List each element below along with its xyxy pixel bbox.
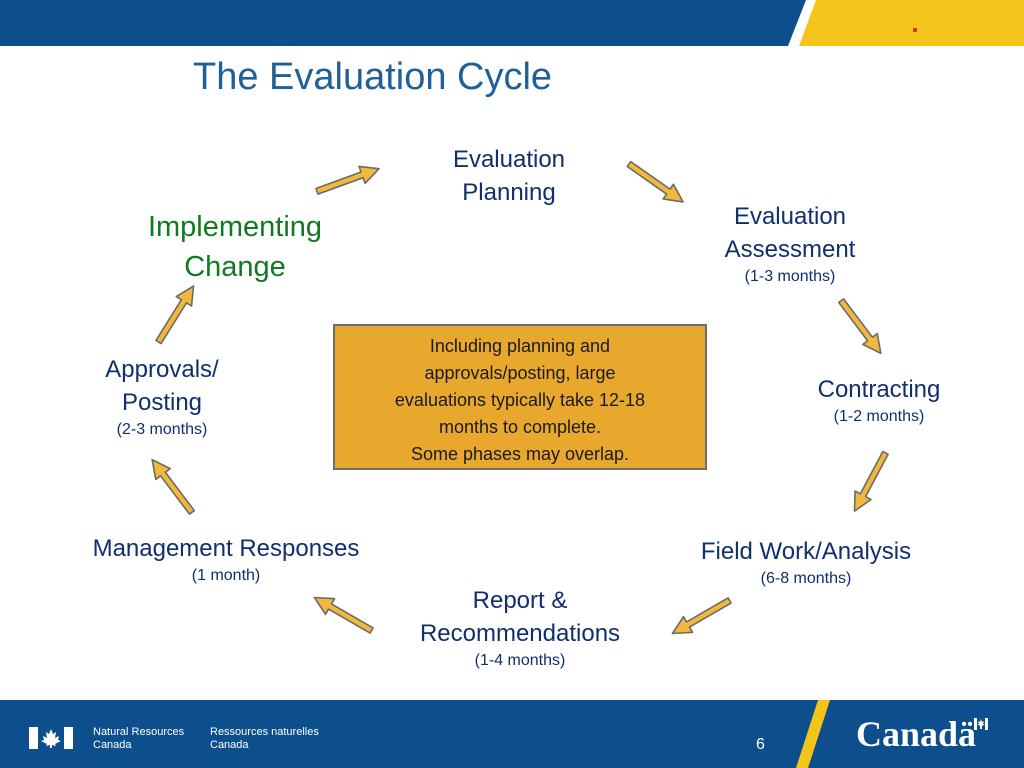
org-name-french: Ressources naturelles Canada: [210, 726, 319, 752]
node-duration: (1-2 months): [833, 408, 925, 425]
note-line: months to complete.: [438, 417, 602, 437]
center-note-box: Including planning and approvals/posting…: [333, 324, 707, 470]
footer-bar: [0, 700, 1024, 768]
node-contracting: Contracting (1-2 months): [795, 373, 963, 428]
node-label-line1: Evaluation: [733, 203, 847, 230]
org-name-english: Natural Resources Canada: [93, 726, 184, 752]
note-line: approvals/posting, large: [424, 363, 616, 383]
note-line: evaluations typically take 12-18: [394, 390, 646, 410]
arrow-fieldwork-to-report: [667, 591, 735, 643]
node-duration: (1-4 months): [474, 652, 566, 669]
header-bar: [0, 0, 1024, 46]
node-label-line2: Assessment: [724, 236, 856, 263]
note-line: Some phases may overlap.: [410, 444, 630, 464]
node-approvals-posting: Approvals/ Posting (2-3 months): [82, 353, 242, 441]
header-dot: [913, 28, 917, 32]
arrow-management-to-approvals: [144, 453, 200, 519]
arrow-implementing-to-planning: [313, 159, 383, 201]
node-label-line2: Posting: [121, 389, 203, 416]
node-label-line1: Management Responses: [92, 535, 360, 562]
node-label-line1: Evaluation: [452, 146, 566, 173]
note-line: Including planning and: [429, 336, 611, 356]
slide-title: The Evaluation Cycle: [193, 56, 553, 98]
arrow-contracting-to-fieldwork: [845, 447, 895, 517]
node-label-line2: Change: [184, 251, 286, 283]
node-duration: (2-3 months): [116, 421, 208, 438]
org-line: Canada: [93, 739, 132, 751]
node-field-work: Field Work/Analysis (6-8 months): [670, 535, 942, 590]
canada-flag-icon: [29, 727, 73, 749]
node-duration: (1 month): [191, 567, 261, 584]
node-duration: (1-3 months): [744, 268, 836, 285]
org-line: Ressources naturelles: [210, 726, 319, 738]
node-label-line2: Planning: [462, 179, 556, 206]
canada-wordmark: Canadä: [856, 714, 977, 754]
node-duration: (6-8 months): [760, 570, 852, 587]
node-label-line1: Approvals/: [105, 356, 219, 383]
node-report: Report & Recommendations (1-4 months): [395, 584, 645, 672]
arrow-report-to-management: [309, 588, 377, 640]
org-line: Canada: [210, 739, 249, 751]
node-evaluation-assessment: Evaluation Assessment (1-3 months): [700, 200, 880, 288]
arrow-planning-to-assessment: [623, 155, 689, 211]
arrow-approvals-to-implementing: [150, 280, 202, 348]
node-label-line1: Field Work/Analysis: [700, 538, 912, 565]
page-number: 6: [756, 736, 765, 753]
arrow-assessment-to-contracting: [833, 294, 889, 360]
node-evaluation-planning: Evaluation Planning: [424, 143, 594, 209]
wordmark-flag-icon: [974, 718, 988, 730]
node-implementing-change: Implementing Change: [124, 207, 346, 287]
node-management-responses: Management Responses (1 month): [56, 532, 396, 587]
node-label-line1: Implementing: [147, 211, 323, 243]
node-label-line2: Recommendations: [419, 620, 621, 647]
node-label-line1: Contracting: [817, 376, 941, 403]
node-label-line1: Report &: [472, 587, 568, 614]
org-line: Natural Resources: [93, 726, 185, 738]
